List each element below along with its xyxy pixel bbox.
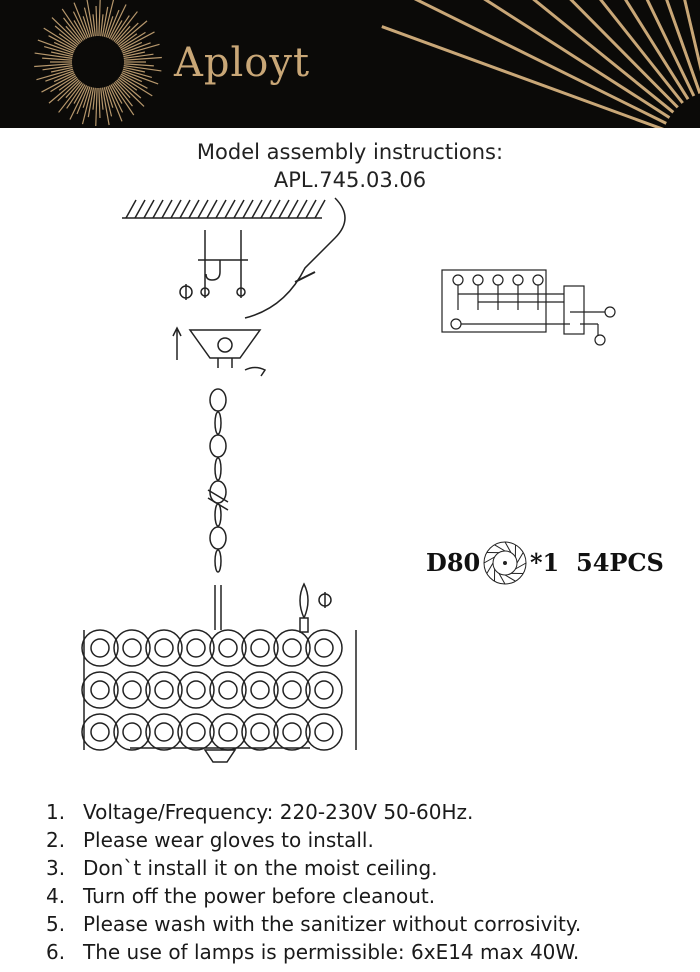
ceiling-screws-icon — [198, 230, 248, 298]
crystal-drum-shade — [81, 629, 357, 751]
crystal-count: 54PCS — [576, 548, 664, 577]
instruction-item: 2.Please wear gloves to install. — [46, 828, 374, 852]
instruction-item: 5.Please wash with the sanitizer without… — [46, 912, 582, 936]
crystal-multiplier: *1 — [530, 548, 560, 577]
sunburst-logo-icon — [34, 0, 700, 128]
chain — [207, 388, 229, 573]
bottom-finial — [203, 749, 237, 763]
crystal-size: D80 — [426, 548, 481, 577]
assembly-diagram — [81, 197, 357, 763]
wiring-diagram-icon — [441, 269, 616, 346]
brand-header: Aployt — [0, 0, 700, 128]
crystal-spec: D80 *1 54PCS — [426, 538, 666, 588]
power-wire — [244, 197, 346, 319]
instruction-item: 1.Voltage/Frequency: 220-230V 50-60Hz. — [46, 800, 474, 824]
rotate-arrow-icon — [179, 284, 193, 300]
brand-name: Aployt — [174, 40, 311, 86]
up-arrow-icon — [172, 326, 182, 360]
ceiling-hatch-icon — [122, 199, 326, 219]
instructions-list: 1.Voltage/Frequency: 220-230V 50-60Hz. 2… — [46, 798, 581, 966]
crystal-icon — [483, 541, 527, 585]
instruction-item: 4.Turn off the power before cleanout. — [46, 884, 436, 908]
instruction-item: 3.Don`t install it on the moist ceiling. — [46, 856, 438, 880]
ceiling-canopy — [188, 329, 267, 377]
model-number: APL.745.03.06 — [273, 168, 427, 192]
document-title: Model assembly instructions: — [196, 140, 504, 164]
instruction-item: 6.The use of lamps is permissible: 6xE14… — [46, 940, 580, 964]
candle-bulb-icon — [299, 582, 332, 633]
